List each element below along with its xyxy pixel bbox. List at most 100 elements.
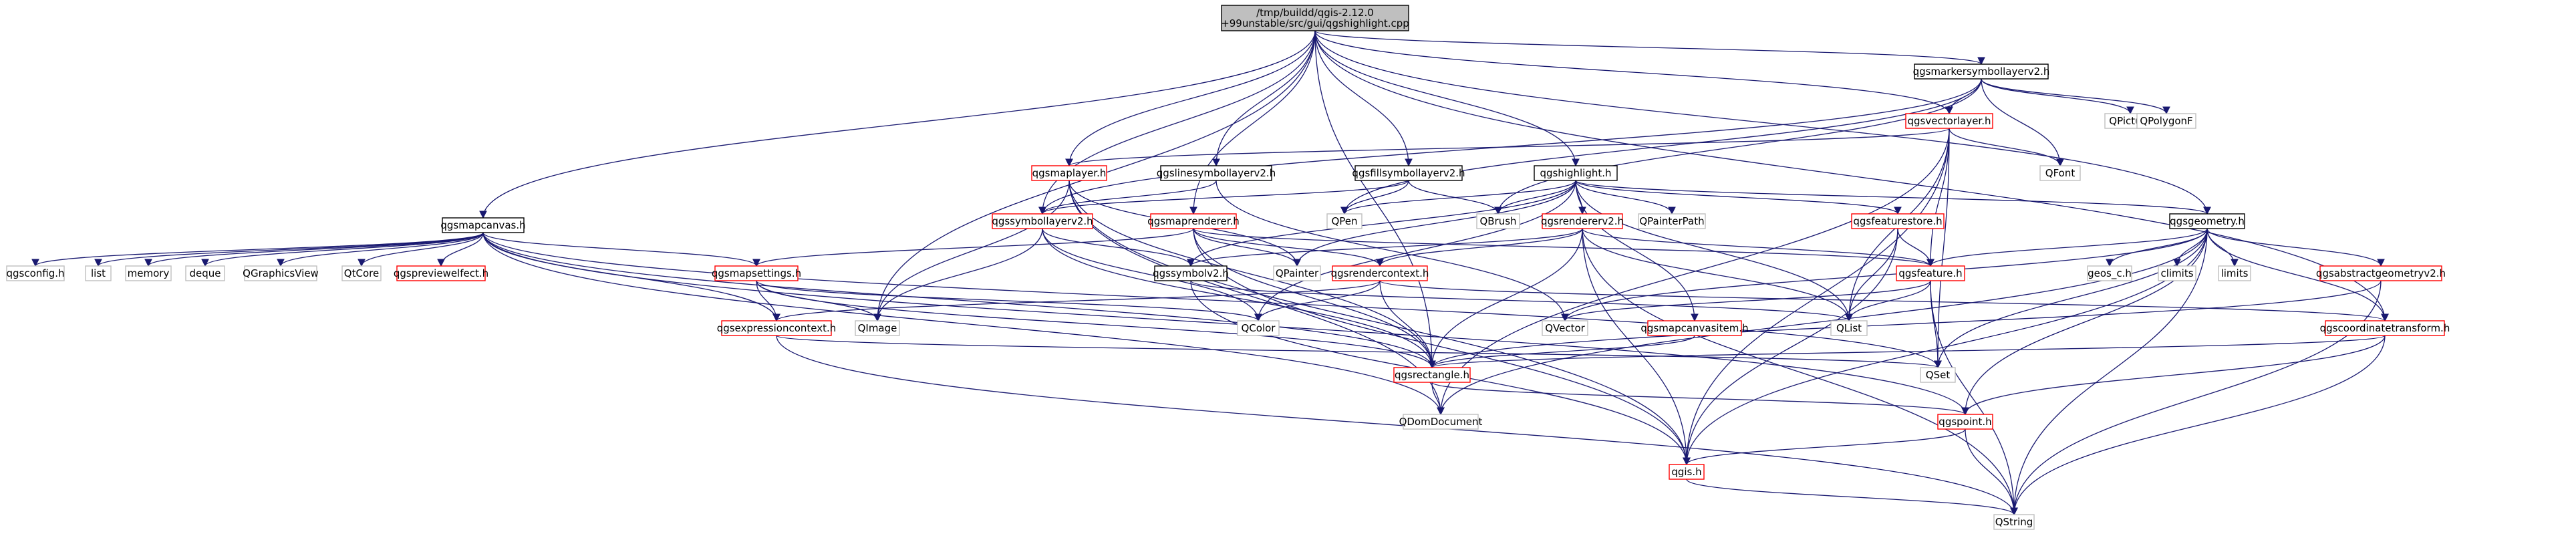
- node-label: QString: [1995, 516, 2033, 528]
- node-box: [1221, 5, 1409, 31]
- node-label: qgsfeature.h: [1898, 267, 1962, 279]
- node-label: qgsfeaturestore.h: [1853, 215, 1942, 227]
- node-qgsmapsettings[interactable]: qgsmapsettings.h: [712, 265, 801, 281]
- node-qgsmaplayer[interactable]: qgsmaplayer.h: [1031, 165, 1107, 181]
- node-qgsmarkersymbollayerv2[interactable]: qgsmarkersymbollayerv2.h: [1913, 63, 2050, 80]
- node-label: qgsmaplayer.h: [1032, 167, 1107, 179]
- edge-qgsgeometry-to-qgsfeature: [1926, 228, 2208, 267]
- node-label: qgsabstractgeometryv2.h: [2316, 267, 2446, 279]
- node-deque: deque: [185, 265, 225, 281]
- node-box: [1920, 367, 1956, 383]
- node-box: [1332, 265, 1428, 281]
- edge-qgsmapcanvas-to-qgsmapsettings: [482, 232, 760, 267]
- edge-qgsmapcanvas-to-QtCore: [357, 232, 484, 267]
- node-box: [442, 217, 525, 233]
- node-label: qgsmapcanvas.h: [440, 219, 525, 231]
- node-box: [2039, 165, 2081, 181]
- edge-root-to-qgsrectangle: [1314, 30, 1436, 369]
- node-qgsexpressioncontext[interactable]: qgsexpressioncontext.h: [717, 320, 837, 336]
- edge-qgspoint-to-QString: [1965, 428, 2018, 516]
- node-qgsmapcanvasitem[interactable]: qgsmapcanvasitem.h: [1640, 320, 1749, 336]
- node-qgspoint[interactable]: qgspoint.h: [1937, 414, 1993, 430]
- node-qgssymbolv2[interactable]: qgssymbolv2.h: [1153, 265, 1229, 281]
- node-label: qgsmapsettings.h: [712, 267, 801, 279]
- node-box: [1154, 265, 1228, 281]
- node-label: QGraphicsView: [243, 267, 319, 279]
- node-box: [1542, 213, 1623, 229]
- node-qgis[interactable]: qgis.h: [1669, 464, 1705, 480]
- edge-qgsmarkersymbollayerv2-to-qgssymbollayerv2: [1038, 78, 1982, 215]
- edge-qgsgeometry-to-limits: [2206, 228, 2239, 267]
- node-qgsmapcanvas[interactable]: qgsmapcanvas.h: [440, 217, 526, 233]
- node-label: QtCore: [344, 267, 379, 279]
- node-box: [1031, 165, 1107, 181]
- node-box: [1851, 213, 1945, 229]
- node-root[interactable]: /tmp/buildd/qgis-2.12.0+99unstable/src/g…: [1221, 5, 1409, 31]
- node-label: QList: [1836, 322, 1862, 334]
- node-box: [2158, 265, 2196, 281]
- node-box: [714, 265, 799, 281]
- node-box: [1914, 63, 2049, 80]
- node-label: QColor: [1242, 322, 1276, 334]
- node-qgsmaprenderer[interactable]: qgsmaprenderer.h: [1147, 213, 1240, 229]
- edge-qgsfeaturestore-to-qgis: [1683, 228, 1898, 466]
- node-qgsfeature[interactable]: qgsfeature.h: [1896, 265, 1965, 281]
- edge-qgsmapsettings-to-QColor: [756, 280, 1262, 322]
- edge-qgsfeature-to-QString: [1930, 280, 2018, 516]
- edge-qgsmapcanvas-to-QGraphicsView: [277, 232, 484, 267]
- node-qgscoordinatetransform[interactable]: qgscoordinatetransform.h: [2320, 320, 2450, 336]
- node-label: QImage: [858, 322, 897, 334]
- edge-root-to-qgssymbollayerv2: [1038, 30, 1316, 215]
- node-box: [1542, 320, 1588, 336]
- edge-root-to-qgsfillsymbollayerv2: [1314, 30, 1413, 167]
- edge-qgsvectorlayer-to-qgsmaplayer: [1065, 128, 1950, 167]
- node-qgshighlight[interactable]: qgshighlight.h: [1534, 165, 1618, 181]
- node-box: [1830, 320, 1868, 336]
- edge-qgsrectangle-to-qgspoint: [1431, 382, 1969, 416]
- node-qgssymbollayerv2[interactable]: qgssymbollayerv2.h: [992, 213, 1093, 229]
- node-label: geos_c.h: [2088, 267, 2132, 280]
- edge-root-to-qgsmaprenderer: [1189, 30, 1316, 215]
- node-label: qgis.h: [1671, 466, 1701, 478]
- edge-qgshighlight-to-QList: [1575, 180, 1853, 322]
- node-box: [396, 265, 486, 281]
- edge-qgspoint-to-qgis: [1683, 428, 1966, 466]
- edge-qgsfillsymbollayerv2-to-QBrush: [1408, 180, 1502, 215]
- edge-qgsvectorlayer-to-QSet: [1934, 128, 1950, 369]
- node-QSet: QSet: [1920, 367, 1956, 383]
- node-qgsfeaturestore[interactable]: qgsfeaturestore.h: [1851, 213, 1945, 229]
- edge-qgsgeometry-to-QString: [2010, 228, 2208, 516]
- node-box: [2169, 213, 2245, 229]
- node-qgslinesymbollayerv2[interactable]: qgslinesymbollayerv2.h: [1157, 165, 1276, 181]
- node-qgspreviewelfect[interactable]: qgspreviewelfect.h: [394, 265, 488, 281]
- node-qgsfillsymbollayerv2[interactable]: qgsfillsymbollayerv2.h: [1352, 165, 1465, 181]
- node-qgsrendercontext[interactable]: qgsrendercontext.h: [1331, 265, 1429, 281]
- node-box: [1237, 320, 1280, 336]
- edge-qgsrendercontext-to-qgsexpressioncontext: [772, 280, 1381, 322]
- edge-qgsmapcanvasitem-to-qgsrectangle: [1428, 335, 1695, 369]
- edge-root-to-qgslinesymbollayerv2: [1212, 30, 1316, 167]
- node-qgsrendererv2[interactable]: qgsrendererv2.h: [1541, 213, 1624, 229]
- node-label: list: [91, 267, 106, 279]
- node-qgsvectorlayer[interactable]: qgsvectorlayer.h: [1905, 113, 1993, 129]
- node-label: QDomDocument: [1399, 416, 1483, 428]
- edge-qgsabstractgeometryv2-to-qgsrectangle: [1428, 280, 2382, 369]
- node-label: qgsfillsymbollayerv2.h: [1352, 167, 1465, 179]
- node-label: QPainterPath: [1639, 215, 1704, 227]
- node-qgsgeometry[interactable]: qgsgeometry.h: [2169, 213, 2245, 229]
- node-label: qgspoint.h: [1939, 416, 1991, 428]
- node-box: [1905, 113, 1993, 129]
- node-label: deque: [189, 267, 221, 279]
- edge-root-to-qgsmapcanvas: [479, 30, 1316, 219]
- node-box: [2136, 113, 2196, 129]
- node-box: [341, 265, 382, 281]
- node-qgsrectangle[interactable]: qgsrectangle.h: [1393, 367, 1471, 383]
- edge-layer: [31, 30, 2389, 516]
- edge-qgsmapcanvas-to-QSet: [482, 232, 1942, 369]
- node-QList: QList: [1830, 320, 1868, 336]
- node-QBrush: QBrush: [1476, 213, 1520, 229]
- node-label: qgshighlight.h: [1540, 167, 1611, 179]
- edge-qgsgeometry-to-QSet: [1934, 228, 2208, 369]
- node-qgsabstractgeometryv2[interactable]: qgsabstractgeometryv2.h: [2316, 265, 2446, 281]
